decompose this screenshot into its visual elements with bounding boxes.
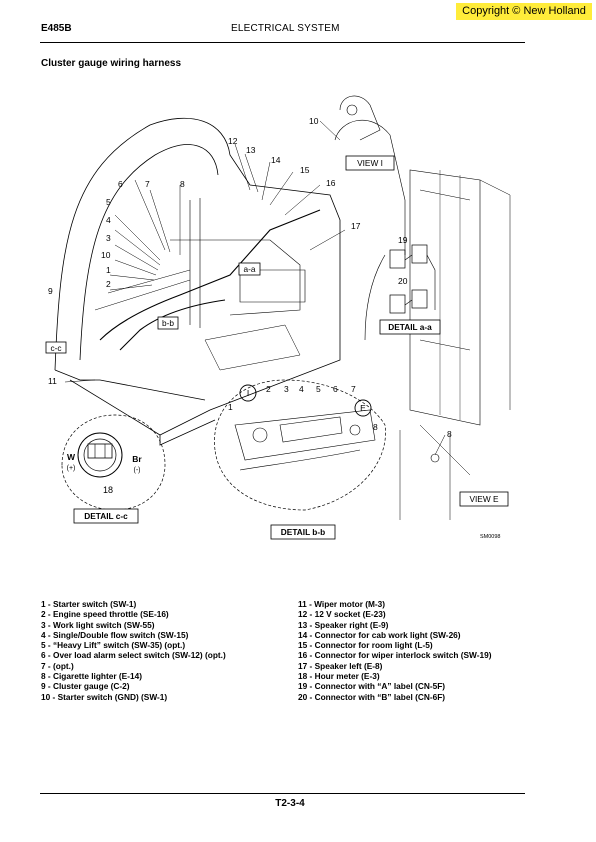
callout-12: 12 <box>228 136 238 146</box>
copyright-banner: Copyright © New Holland <box>456 3 592 20</box>
legend-item: 11 - Wiper motor (M-3) <box>298 599 386 609</box>
legend-item: 8 - Cigarette lighter (E-14) <box>41 671 142 682</box>
callout-view-e-8: 8 <box>447 429 452 439</box>
callout-1: 1 <box>106 265 111 275</box>
wiring-harness-diagram: 10 12 13 14 15 16 17 6 7 8 5 4 3 10 1 2 … <box>45 95 511 540</box>
detail-cc-outline <box>61 414 166 511</box>
page-heading: Cluster gauge wiring harness <box>41 58 182 69</box>
callout-2: 2 <box>106 279 111 289</box>
model-code: E485B <box>41 23 72 34</box>
callout-14: 14 <box>271 155 281 165</box>
drawing-code: SM0098 <box>480 534 501 540</box>
legend-item: 15 - Connector for room light (L-5) <box>298 640 433 651</box>
callout-10: 10 <box>309 116 319 126</box>
legend-item: 20 - Connector with “B” label (CN-6F) <box>298 691 446 702</box>
detail-cc-18: 18 <box>103 485 113 495</box>
legend-item: 16 - Connector for wiper interlock switc… <box>298 650 492 661</box>
callout-7: 7 <box>145 179 150 189</box>
legend-item: 7 - (opt.) <box>41 660 74 671</box>
legend-item: 4 - Single/Double flow switch (SW-15) <box>41 629 189 640</box>
tag-cc: c-c <box>50 343 61 353</box>
legend-item: 1 - Starter switch (SW-1) <box>41 599 137 609</box>
page-number: T2-3-4 <box>275 798 305 809</box>
callout-9: 9 <box>48 286 53 296</box>
callout-16: 16 <box>326 178 336 188</box>
view-i-label: VIEW I <box>357 158 383 168</box>
legend-right: 11 - Wiper motor (M-3) 12 - 12 V socket … <box>298 599 548 702</box>
callout-20: 20 <box>398 276 408 286</box>
callout-15: 15 <box>300 165 310 175</box>
detail-bb-8: 8 <box>373 422 378 432</box>
callout-8: 8 <box>180 179 185 189</box>
legend-item: 13 - Speaker right (E-9) <box>298 619 389 630</box>
callout-17: 17 <box>351 221 361 231</box>
legend-item: 12 - 12 V socket (E-23) <box>298 609 386 620</box>
callout-13: 13 <box>246 145 256 155</box>
detail-cc-br: Br <box>132 454 142 464</box>
callout-4: 4 <box>106 215 111 225</box>
callout-6: 6 <box>118 179 123 189</box>
legend-item: 2 - Engine speed throttle (SE-16) <box>41 609 169 620</box>
detail-bb-label: DETAIL b-b <box>281 527 325 537</box>
callout-5: 5 <box>106 197 111 207</box>
callout-3: 3 <box>106 233 111 243</box>
legend-item: 9 - Cluster gauge (C-2) <box>41 681 130 692</box>
detail-cc-w-sign: (+) <box>67 465 76 472</box>
tag-bb: b-b <box>162 318 174 328</box>
detail-bb-3: 3 <box>284 384 289 394</box>
legend-item: 3 - Work light switch (SW-55) <box>41 619 155 630</box>
detail-bb-7: 7 <box>351 384 356 394</box>
callout-10b: 10 <box>101 250 111 260</box>
view-e-label: VIEW E <box>469 494 499 504</box>
tag-aa: a-a <box>244 264 256 274</box>
callout-11: 11 <box>48 376 57 386</box>
detail-bb-4: 4 <box>299 384 304 394</box>
detail-aa-label: DETAIL a-a <box>388 322 432 332</box>
circle-e-label: E <box>360 403 366 413</box>
detail-bb-6: 6 <box>333 384 338 394</box>
detail-bb-5: 5 <box>316 384 321 394</box>
legend-item: 19 - Connector with “A” label (CN-5F) <box>298 681 446 692</box>
detail-cc-w: W <box>67 452 76 462</box>
detail-bb-1: 1 <box>228 402 233 412</box>
legend-item: 6 - Over load alarm select switch (SW-12… <box>41 650 226 661</box>
legend-item: 18 - Hour meter (E-3) <box>298 671 380 682</box>
legend-item: 10 - Starter switch (GND) (SW-1) <box>41 691 168 702</box>
detail-cc-label: DETAIL c-c <box>84 511 128 521</box>
header-rule <box>40 42 525 43</box>
footer-rule <box>40 793 525 794</box>
detail-cc-br-sign: (-) <box>134 467 141 474</box>
legend-item: 5 - “Heavy Lift” switch (SW-35) (opt.) <box>41 640 186 651</box>
detail-bb-outline <box>214 379 386 511</box>
circle-i-label: I <box>247 388 249 398</box>
legend-item: 17 - Speaker left (E-8) <box>298 660 383 671</box>
detail-bb-2: 2 <box>266 384 271 394</box>
cab-outline <box>54 117 341 371</box>
legend-left: 1 - Starter switch (SW-1) 2 - Engine spe… <box>41 599 291 702</box>
section-title: ELECTRICAL SYSTEM <box>231 23 340 34</box>
legend-item: 14 - Connector for cab work light (SW-26… <box>298 629 461 640</box>
callout-19: 19 <box>398 235 408 245</box>
